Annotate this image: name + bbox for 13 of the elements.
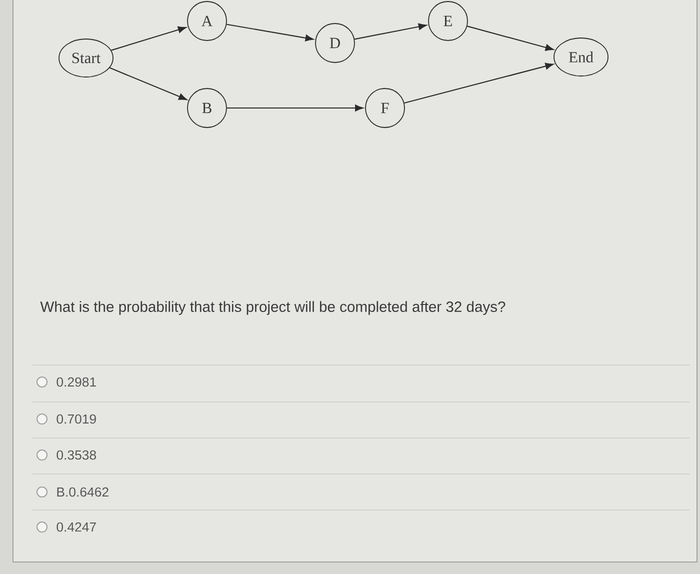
- arrow: [226, 24, 314, 42]
- arrow: [354, 23, 427, 40]
- answer-option: 0.3538: [56, 450, 96, 460]
- answer-option: B.0.6462: [57, 487, 108, 497]
- answer-option: 0.4247: [56, 522, 96, 532]
- question-text: What is the probability that this project will be completed after 32 days?: [40, 301, 506, 315]
- arrow: [226, 104, 364, 112]
- answer-option: 0.2981: [56, 377, 96, 387]
- answer-option: 0.7019: [56, 414, 96, 424]
- arrow: [467, 26, 554, 51]
- arrow: [404, 62, 554, 104]
- arrow: [110, 67, 188, 100]
- arrow: [111, 26, 186, 51]
